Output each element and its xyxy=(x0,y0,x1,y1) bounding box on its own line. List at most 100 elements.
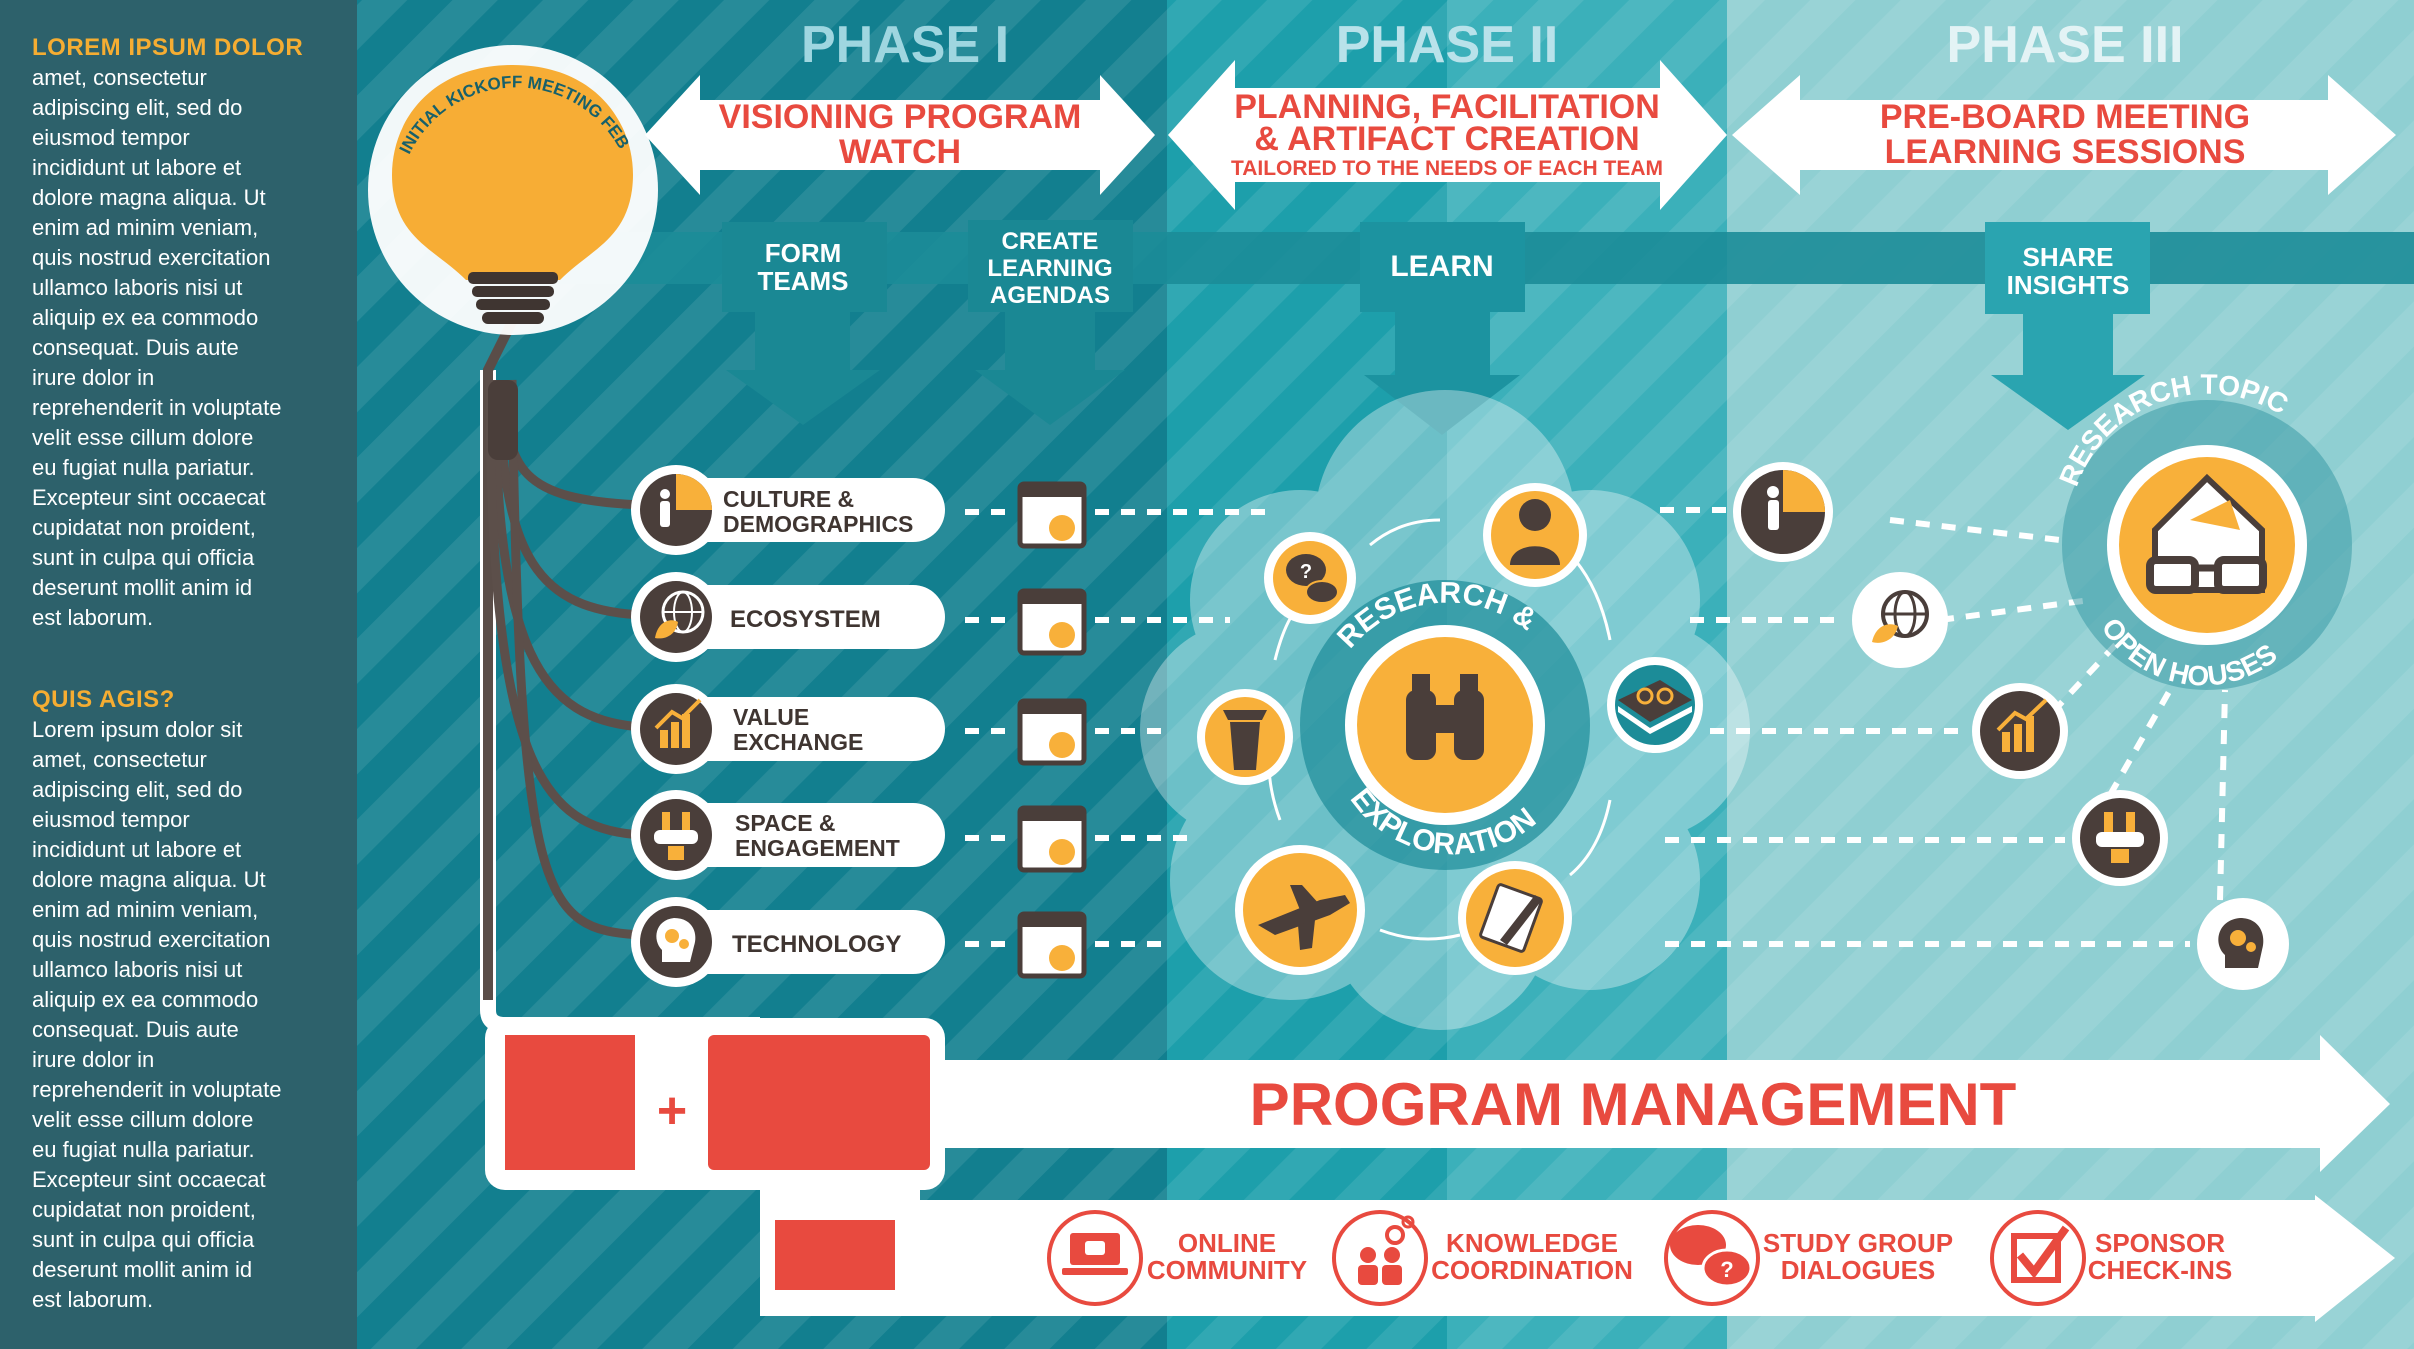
dotted-connectors xyxy=(965,507,2228,947)
svg-text:ECOSYSTEM: ECOSYSTEM xyxy=(730,606,881,633)
culture-demographics-icon xyxy=(676,474,712,510)
sidebar-line: enim ad minim veniam, xyxy=(32,215,259,240)
sidebar-line: cupidatat non proident, xyxy=(32,1197,256,1222)
topic-ecosystem: ECOSYSTEM xyxy=(631,572,945,662)
globe-leaf-icon xyxy=(1852,572,1948,668)
laptop-chat-icon xyxy=(1062,1233,1128,1275)
phase-3-line-2: LEARNING SESSIONS xyxy=(1885,133,2246,171)
program-management-label: PROGRAM MANAGEMENT xyxy=(1250,1071,2017,1138)
culture-demographics-icon xyxy=(1733,462,1833,562)
sidebar-line: eu fugiat nulla pariatur. xyxy=(32,455,255,480)
phase-3-line-1: PRE-BOARD MEETING xyxy=(1880,98,2250,136)
research-topic-badge: RESEARCH TOPIC OPEN HOUSES xyxy=(2053,369,2352,692)
svg-text:CREATE: CREATE xyxy=(1002,228,1099,255)
sidebar-line: Lorem ipsum dolor sit xyxy=(32,717,243,742)
svg-text:INSIGHTS: INSIGHTS xyxy=(2007,270,2130,300)
bottom-item-online-community: ONLINE COMMUNITY xyxy=(1047,1210,1307,1306)
svg-text:COORDINATION: COORDINATION xyxy=(1431,1255,1633,1285)
step-create-learning-agendas: CREATE LEARNING AGENDAS xyxy=(968,220,1133,425)
bottom-item-study-group-dialogues: ? STUDY GROUP DIALOGUES xyxy=(1664,1210,1953,1306)
phase-1-line-2: WATCH xyxy=(839,133,961,171)
svg-text:EXCHANGE: EXCHANGE xyxy=(733,729,863,755)
phase-1-arrow xyxy=(645,75,1155,195)
bottom-activities-arrow xyxy=(760,1195,2395,1322)
phase-2-subline: TAILORED TO THE NEEDS OF EACH TEAM xyxy=(1231,157,1663,180)
topic-technology: TECHNOLOGY xyxy=(631,897,945,987)
topic-culture-demographics: CULTURE & DEMOGRAPHICS xyxy=(631,465,945,555)
svg-text:TECHNOLOGY: TECHNOLOGY xyxy=(732,931,901,958)
management-red-block-1 xyxy=(505,1035,635,1170)
svg-text:CHECK-INS: CHECK-INS xyxy=(2088,1255,2232,1285)
svg-text:SPACE &: SPACE & xyxy=(735,810,836,836)
sidebar-line: sunt in culpa qui officia xyxy=(32,545,255,570)
research-cloud: RESEARCH & EXPLORATION ? xyxy=(1140,390,1750,1030)
handshake-tools-icon xyxy=(2072,790,2168,886)
head-gears-icon xyxy=(656,918,696,962)
sidebar-line: deserunt mollit anim id xyxy=(32,1257,253,1282)
sidebar-line: amet, consectetur xyxy=(32,65,207,90)
step-share-insights: SHARE INSIGHTS xyxy=(1985,222,2150,430)
speech-bubbles-icon: ? xyxy=(1670,1225,1753,1288)
svg-text:DIALOGUES: DIALOGUES xyxy=(1781,1255,1936,1285)
calendar-icon xyxy=(1017,481,1087,549)
sidebar-line: velit esse cillum dolore xyxy=(32,425,254,450)
sidebar-line: consequat. Duis aute xyxy=(32,1017,239,1042)
phase-3-arrow xyxy=(1732,75,2396,195)
phase-1-line-1: VISIONING PROGRAM xyxy=(719,98,1082,136)
plus-sign: + xyxy=(657,1082,687,1140)
sidebar-line: irure dolor in xyxy=(32,1047,155,1072)
sidebar-line: velit esse cillum dolore xyxy=(32,1107,254,1132)
bottom-red-block xyxy=(775,1220,895,1290)
svg-text:LEARN: LEARN xyxy=(1390,250,1493,283)
sidebar-line: eiusmod tempor xyxy=(32,807,190,832)
svg-text:CULTURE &: CULTURE & xyxy=(723,486,854,512)
globe-leaf-icon xyxy=(655,590,705,639)
svg-text:AGENDAS: AGENDAS xyxy=(990,282,1110,309)
svg-text:ONLINE: ONLINE xyxy=(1178,1228,1276,1258)
phase-1-title: PHASE I xyxy=(801,16,1009,74)
checkbox-icon xyxy=(2011,1225,2070,1283)
handshake-tools-icon xyxy=(654,812,698,860)
management-red-block-2 xyxy=(708,1035,930,1170)
program-management-arrow xyxy=(940,1035,2390,1172)
diagram-area: PHASE I PHASE II PHASE III VISIONING PRO… xyxy=(357,0,2414,1349)
sidebar-heading-1: LOREM IPSUM DOLOR xyxy=(32,34,304,61)
sidebar-line: est laborum. xyxy=(32,605,154,630)
sidebar-paragraph-1: amet, consectetur adipiscing elit, sed d… xyxy=(32,63,342,633)
sidebar-line: eiusmod tempor xyxy=(32,125,190,150)
calendar-icon xyxy=(1017,698,1087,766)
calendar-icons xyxy=(1017,481,1087,979)
sidebar-line: sunt in culpa qui officia xyxy=(32,1227,255,1252)
sidebar-line: irure dolor in xyxy=(32,365,155,390)
sidebar-line: cupidatat non proident, xyxy=(32,515,256,540)
calendar-icon xyxy=(1017,805,1087,873)
calendar-icon xyxy=(1017,911,1087,979)
svg-text:STUDY GROUP: STUDY GROUP xyxy=(1763,1228,1953,1258)
bottom-item-sponsor-check-ins: SPONSOR CHECK-INS xyxy=(1990,1210,2232,1306)
calendar-icon xyxy=(1017,588,1087,656)
question-bubble-icon: ? xyxy=(1264,532,1356,624)
step-form-teams: FORM TEAMS xyxy=(722,222,887,425)
phase-3-title: PHASE III xyxy=(1947,16,2184,74)
svg-text:TEAMS: TEAMS xyxy=(758,266,849,296)
sidebar-line: aliquip ex ea commodo xyxy=(32,987,259,1012)
svg-text:DEMOGRAPHICS: DEMOGRAPHICS xyxy=(723,511,913,537)
wire-bundle xyxy=(485,379,643,940)
svg-text:?: ? xyxy=(1300,561,1312,583)
svg-text:COMMUNITY: COMMUNITY xyxy=(1147,1255,1307,1285)
sidebar-line: Excepteur sint occaecat xyxy=(32,485,266,510)
sidebar-paragraph-2: Lorem ipsum dolor sit amet, consectetur … xyxy=(32,715,342,1315)
binoculars-icon xyxy=(1406,674,1484,760)
sidebar-line: quis nostrud exercitation xyxy=(32,927,271,952)
sidebar-heading-2: QUIS AGIS? xyxy=(32,686,175,713)
sidebar-line: adipiscing elit, sed do xyxy=(32,95,243,120)
sidebar-line: amet, consectetur xyxy=(32,747,207,772)
sidebar-line: eu fugiat nulla pariatur. xyxy=(32,1137,255,1162)
svg-text:ENGAGEMENT: ENGAGEMENT xyxy=(735,835,900,861)
svg-text:FORM: FORM xyxy=(765,238,842,268)
topic-space-engagement: SPACE & ENGAGEMENT xyxy=(631,790,945,880)
bottom-item-knowledge-coordination: KNOWLEDGE COORDINATION xyxy=(1332,1210,1633,1306)
svg-text:SHARE: SHARE xyxy=(2022,242,2113,272)
step-learn: LEARN xyxy=(1360,222,1525,435)
